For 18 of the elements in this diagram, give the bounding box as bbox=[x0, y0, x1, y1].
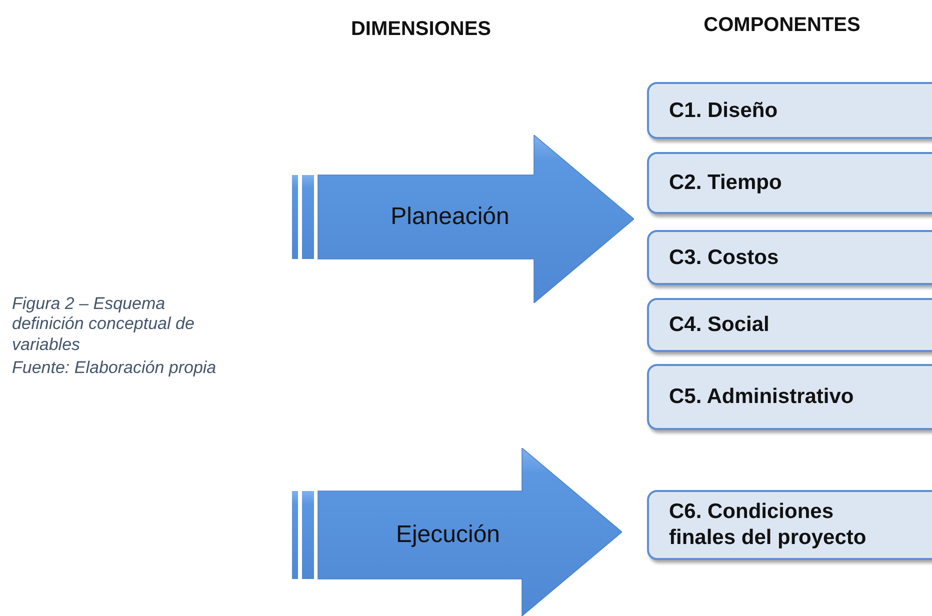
component-box bbox=[647, 230, 932, 285]
dimension-label: Planeación bbox=[390, 203, 510, 231]
figure-caption: Figura 2 – Esquema definición conceptual de variables bbox=[12, 294, 196, 356]
component-label: C2. Tiempo bbox=[669, 170, 783, 196]
component-box bbox=[647, 490, 932, 560]
column-heading: DIMENSIONES bbox=[350, 18, 492, 41]
component-box bbox=[647, 364, 932, 430]
component-label: C3. Costos bbox=[669, 244, 780, 270]
component-box bbox=[647, 82, 932, 139]
component-box bbox=[647, 298, 932, 352]
component-label: C6. Condiciones finales del proyecto bbox=[669, 498, 868, 551]
component-box bbox=[647, 152, 932, 214]
component-label: C5. Administrativo bbox=[669, 384, 855, 410]
component-label: C4. Social bbox=[669, 312, 770, 338]
dimension-label: Ejecución bbox=[396, 521, 500, 549]
column-heading: COMPONENTES bbox=[704, 14, 860, 37]
source-note: Fuente: Elaboración propia bbox=[12, 358, 218, 378]
component-label: C1. Diseño bbox=[669, 97, 779, 124]
